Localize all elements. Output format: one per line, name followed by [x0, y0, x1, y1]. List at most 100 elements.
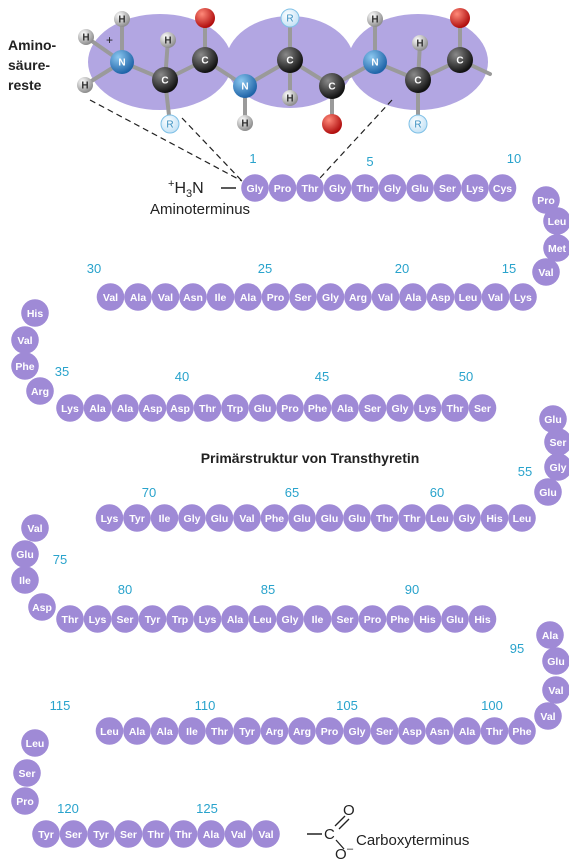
position-number: 1 [249, 151, 256, 166]
residue-label: Val [378, 292, 393, 304]
svg-text:C: C [201, 56, 208, 67]
bead-circle [21, 299, 49, 327]
residue-label: Asn [430, 726, 450, 738]
bead-circle [193, 394, 222, 422]
residue-label: Thr [357, 183, 374, 195]
bead-circle [453, 504, 481, 532]
residue-bead: Ser [358, 394, 387, 422]
residue-bead: Asp [138, 394, 167, 422]
bead-circle [95, 504, 124, 532]
position-number: 30 [87, 261, 101, 276]
residue-label: Pro [281, 403, 299, 415]
bead-circle [378, 174, 407, 202]
c-terminus-double-bond-b [338, 818, 350, 830]
residue-bead: Ser [114, 820, 143, 848]
residue-bead: Thr [441, 394, 469, 422]
bead-circle [468, 394, 497, 422]
residue-label: Ser [550, 437, 567, 449]
position-number: 10 [507, 151, 521, 166]
svg-text:R: R [414, 120, 421, 131]
residue-bead: Glu [205, 504, 234, 532]
position-number: 25 [258, 261, 272, 276]
residue-bead: Ala [234, 283, 262, 311]
position-number: 110 [195, 698, 216, 713]
residue-bead: Asn [179, 283, 207, 311]
residues-label-line-2: säure- [8, 57, 50, 73]
bead-circle [544, 453, 569, 481]
residue-bead: Glu [315, 504, 344, 532]
bead-circle [542, 676, 569, 704]
hydrogen-atom: H [78, 29, 94, 45]
bead-circle [480, 504, 509, 532]
residue-label: Glu [16, 549, 34, 561]
residue-bead: Gly [343, 717, 371, 745]
residue-label: Thr [302, 183, 319, 195]
bead-circle [536, 621, 564, 649]
residue-bead: Lys [193, 605, 222, 633]
residue-bead: Ser [370, 717, 399, 745]
svg-text:R: R [166, 120, 173, 131]
carbon-atom: C [152, 67, 178, 93]
residue-bead: Ser [111, 605, 139, 633]
svg-text:H: H [241, 119, 248, 130]
residue-label: Gly [322, 292, 339, 304]
residue-bead: Met [543, 234, 569, 262]
bead-circle [358, 394, 387, 422]
position-number: 80 [118, 582, 132, 597]
residue-label: Lys [199, 614, 217, 626]
residue-label: Pro [364, 614, 382, 626]
bead-circle [151, 283, 180, 311]
nitrogen-atom: N [233, 74, 257, 98]
bead-circle [370, 504, 399, 532]
residue-label: Ala [156, 726, 173, 738]
bead-circle [276, 605, 304, 633]
svg-text:N: N [118, 58, 125, 69]
bead-circle [178, 504, 206, 532]
residue-label: Gly [349, 726, 366, 738]
residue-bead: Thr [56, 605, 84, 633]
bead-circle [534, 702, 562, 730]
residue-label: His [486, 513, 503, 525]
residue-label: Ser [364, 403, 381, 415]
carbon-atom: C [319, 73, 345, 99]
residue-bead: Val [233, 504, 261, 532]
hydrogen-atom: H [77, 77, 93, 93]
residue-label: Trp [227, 403, 243, 415]
hydrogen-atom: H [114, 11, 130, 27]
residue-bead: Leu [508, 504, 536, 532]
residue-bead: Leu [248, 605, 277, 633]
bead-circle [87, 820, 115, 848]
hydrogen-atom: H [367, 11, 383, 27]
residue-label: Thr [447, 403, 464, 415]
residue-bead: Ala [536, 621, 564, 649]
bead-circle [433, 174, 462, 202]
residue-bead: Thr [296, 174, 324, 202]
residue-label: Val [548, 685, 563, 697]
position-number: 20 [395, 261, 409, 276]
r-group-atom: R [280, 8, 300, 28]
residue-label: Leu [100, 726, 119, 738]
residue-bead: Arg [26, 377, 54, 405]
dashed-guides [89, 99, 393, 182]
bead-circle [468, 605, 497, 633]
residue-label: Val [103, 292, 118, 304]
bead-circle [454, 283, 482, 311]
svg-text:C: C [161, 76, 168, 87]
residue-label: Ala [405, 292, 422, 304]
residue-label: Asp [402, 726, 422, 738]
bead-circle [358, 605, 387, 633]
residue-bead: Glu [542, 647, 569, 675]
residue-label: His [419, 614, 436, 626]
residue-bead: Pro [358, 605, 387, 633]
residue-label: Ala [203, 829, 220, 841]
residue-label: Lys [61, 403, 79, 415]
residue-bead: Val [542, 676, 569, 704]
bead-circle [509, 283, 537, 311]
bead-circle [288, 504, 316, 532]
r-group-atom: R [160, 114, 180, 134]
residue-bead: Asp [166, 394, 194, 422]
residue-label: Thr [486, 726, 503, 738]
bead-circle [351, 174, 379, 202]
bead-circle [59, 820, 88, 848]
